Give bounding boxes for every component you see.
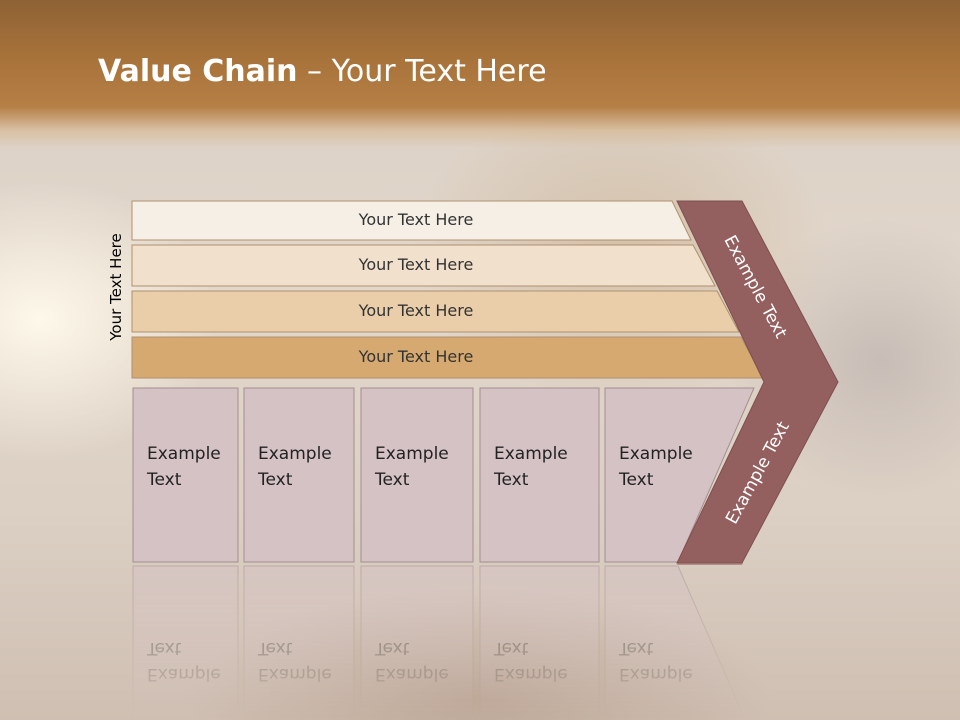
support-row-label: Your Text Here xyxy=(358,301,474,320)
svg-text:ExampleText: ExampleText xyxy=(146,638,221,684)
slide-title: Value Chain – Your Text Here xyxy=(98,54,547,89)
support-row-label: Your Text Here xyxy=(358,210,474,229)
support-row-1 xyxy=(131,200,692,241)
support-row-3 xyxy=(131,290,740,333)
primary-cell-3 xyxy=(360,387,474,563)
diagram-reflection: ExampleText ExampleText ExampleText Example… xyxy=(132,455,800,720)
svg-text:ExampleText: ExampleText xyxy=(618,638,693,684)
svg-text:ExampleText: ExampleText xyxy=(374,638,449,684)
support-row-2 xyxy=(131,244,716,287)
title-bold: Value Chain xyxy=(98,54,298,89)
title-banner xyxy=(0,0,960,148)
svg-text:ExampleText: ExampleText xyxy=(493,638,568,684)
svg-text:ExampleText: ExampleText xyxy=(257,638,332,684)
primary-cell-4 xyxy=(479,387,600,563)
primary-cell-2 xyxy=(243,387,355,563)
support-row-label: Your Text Here xyxy=(358,255,474,274)
support-row-label: Your Text Here xyxy=(358,347,474,366)
primary-cell-1 xyxy=(132,387,239,563)
title-rest: – Your Text Here xyxy=(297,54,547,89)
